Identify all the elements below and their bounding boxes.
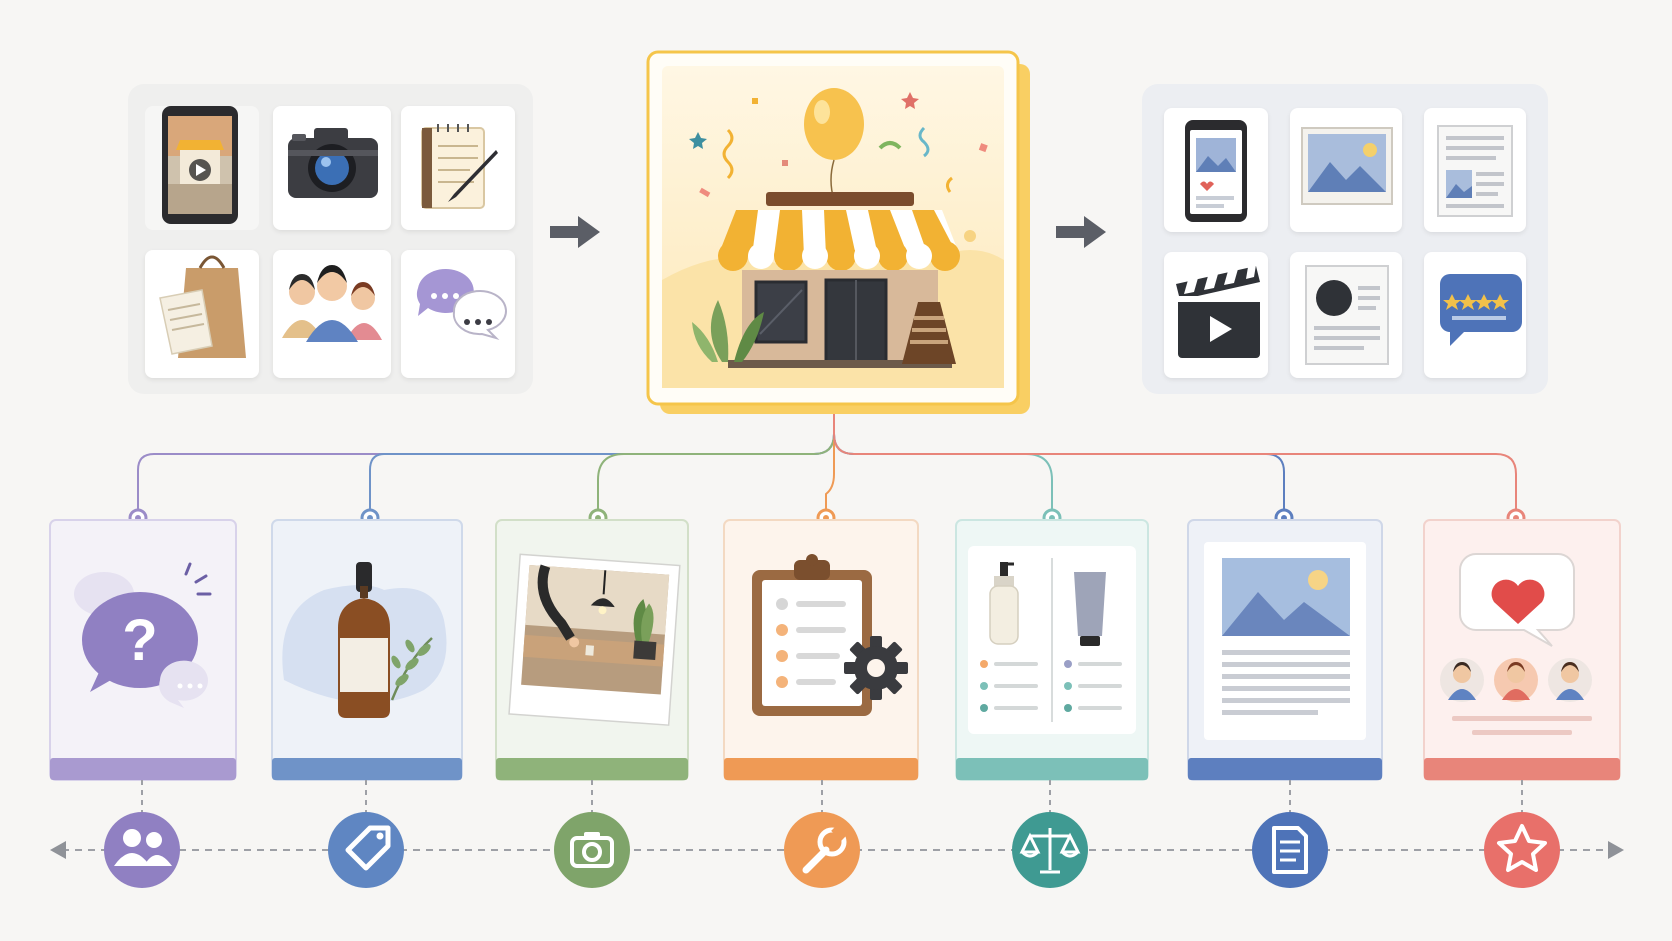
output-panel: [1142, 84, 1548, 394]
serum-bottle-icon: [282, 562, 447, 718]
scales-icon: [1019, 828, 1081, 874]
star-icon: [1497, 824, 1547, 872]
input-panel: [128, 84, 533, 394]
people-group-icon: [282, 265, 382, 342]
star-badge[interactable]: [1484, 812, 1560, 888]
social-post-phone-icon: [1185, 120, 1247, 222]
card-product[interactable]: [271, 519, 463, 781]
card-behind-the-scenes[interactable]: [495, 519, 689, 781]
notepad-pen-icon: [421, 124, 498, 209]
camera-badge[interactable]: [554, 812, 630, 888]
product-comparison-icon: [968, 546, 1136, 734]
scales-badge[interactable]: [1012, 812, 1088, 888]
users-badge[interactable]: [104, 812, 180, 888]
phone-video-icon: [162, 106, 238, 224]
storefront-celebration-icon: [662, 88, 1004, 388]
camera-icon: [570, 832, 614, 868]
article-layout-icon: [1204, 542, 1366, 740]
camera-icon: [288, 128, 378, 198]
star-review-bubble-icon: [1440, 274, 1522, 346]
card-faq[interactable]: ?: [49, 519, 237, 781]
landscape-photo-icon: [1301, 127, 1393, 205]
price-tag-icon: [345, 825, 391, 871]
card-article[interactable]: [1187, 519, 1383, 781]
wrench-icon: [802, 825, 847, 874]
question-chat-icon: ?: [74, 562, 212, 708]
timeline: [50, 780, 1624, 859]
video-clapperboard-icon: [1176, 265, 1260, 358]
svg-text:?: ?: [122, 608, 157, 673]
profile-document-icon: [1305, 265, 1389, 365]
document-icon: [1272, 826, 1308, 874]
arrow-right-icon: [1056, 216, 1106, 248]
chat-bubbles-icon: [416, 268, 507, 341]
clipboard-checklist-gear-icon: [752, 554, 908, 716]
center-storefront-card: [646, 50, 1030, 414]
card-comparison[interactable]: [955, 519, 1149, 781]
wrench-badge[interactable]: [784, 812, 860, 888]
article-document-icon: [1437, 125, 1513, 217]
polaroid-photo-icon: [508, 553, 681, 726]
card-how-to[interactable]: [723, 519, 919, 781]
card-testimonial[interactable]: [1423, 519, 1621, 781]
users-icon: [114, 829, 172, 866]
shopping-bag-receipt-icon: [159, 255, 246, 358]
price-tag-badge[interactable]: [328, 812, 404, 888]
branch-connectors: [137, 414, 1517, 518]
document-badge[interactable]: [1252, 812, 1328, 888]
heart-reviews-icon: [1440, 553, 1592, 735]
arrow-right-icon: [550, 216, 600, 248]
